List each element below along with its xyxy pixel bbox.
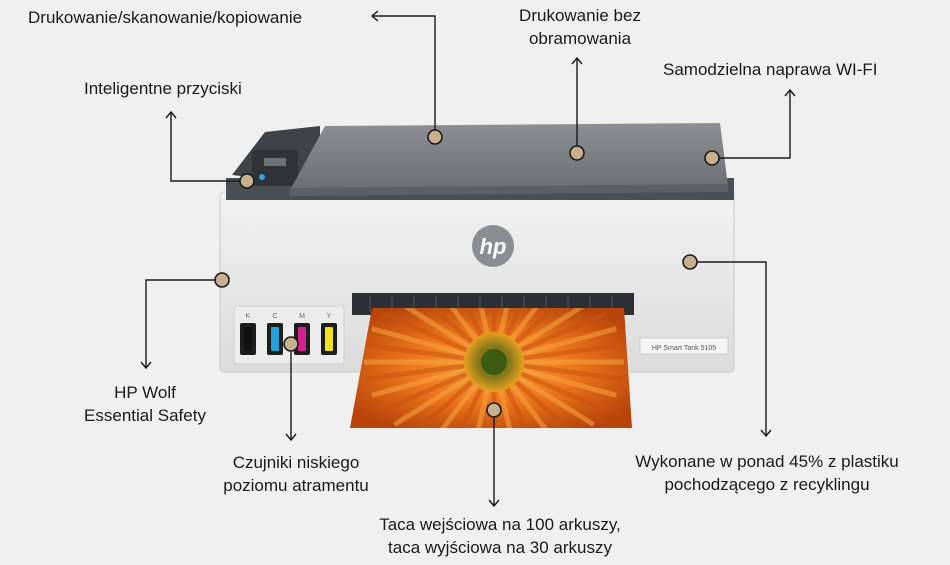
callout-recycled: Wykonane w ponad 45% z plastiku pochodzą… [612,450,922,496]
printed-photo [350,308,632,428]
control-panel [252,150,298,186]
marker-borderless [569,145,585,161]
ink-tank-k: K [240,313,256,355]
marker-smart-buttons [239,173,255,189]
callout-wolf-security: HP Wolf Essential Safety [60,381,230,427]
callout-text: Drukowanie bez [519,6,641,25]
ink-tank-y: Y [321,313,337,355]
ink-letter: M [299,313,305,320]
callout-wifi: Samodzielna naprawa WI-FI [663,58,877,81]
callout-text: HP Wolf [114,383,176,402]
callout-print-scan-copy: Drukowanie/skanowanie/kopiowanie [28,6,302,29]
marker-print-scan-copy [427,129,443,145]
ink-letter: K [246,313,251,320]
ink-letter: C [272,313,277,320]
marker-ink-sensor [283,336,299,352]
callout-trays: Taca wejściowa na 100 arkuszy, taca wyjś… [350,513,650,559]
marker-recycled [682,254,698,270]
callout-text: taca wyjściowa na 30 arkuszy [388,538,612,557]
ink-tank-c: C [267,313,283,355]
callout-ink-sensor: Czujniki niskiego poziomu atramentu [196,451,396,497]
marker-trays [486,402,502,418]
callout-text: Drukowanie/skanowanie/kopiowanie [28,8,303,27]
callout-text: obramowania [528,29,632,48]
marker-wifi [704,150,720,166]
callout-text: Czujniki niskiego [232,453,360,472]
callout-borderless: Drukowanie bez obramowania [490,4,670,50]
ink-letter: Y [327,313,332,320]
model-label: HP Smart Tank 5105 [652,345,716,352]
callout-text: poziomu atramentu [223,476,369,495]
callout-text: Inteligentne przyciski [84,79,242,98]
hp-logo [472,225,514,267]
callout-text: pochodzącego z recyklingu [664,475,870,494]
ink-tank-panel [233,305,345,365]
callout-text: Wykonane w ponad 45% z plastiku [635,452,899,471]
callout-text: Samodzielna naprawa WI-FI [663,60,878,79]
scanner-lid [290,123,728,190]
callout-text: Taca wejściowa na 100 arkuszy, [379,515,621,534]
callout-text: Essential Safety [84,406,206,425]
marker-wolf-security [214,272,230,288]
hp-logo-text: hp [480,234,507,259]
callout-smart-buttons: Inteligentne przyciski [84,77,242,100]
